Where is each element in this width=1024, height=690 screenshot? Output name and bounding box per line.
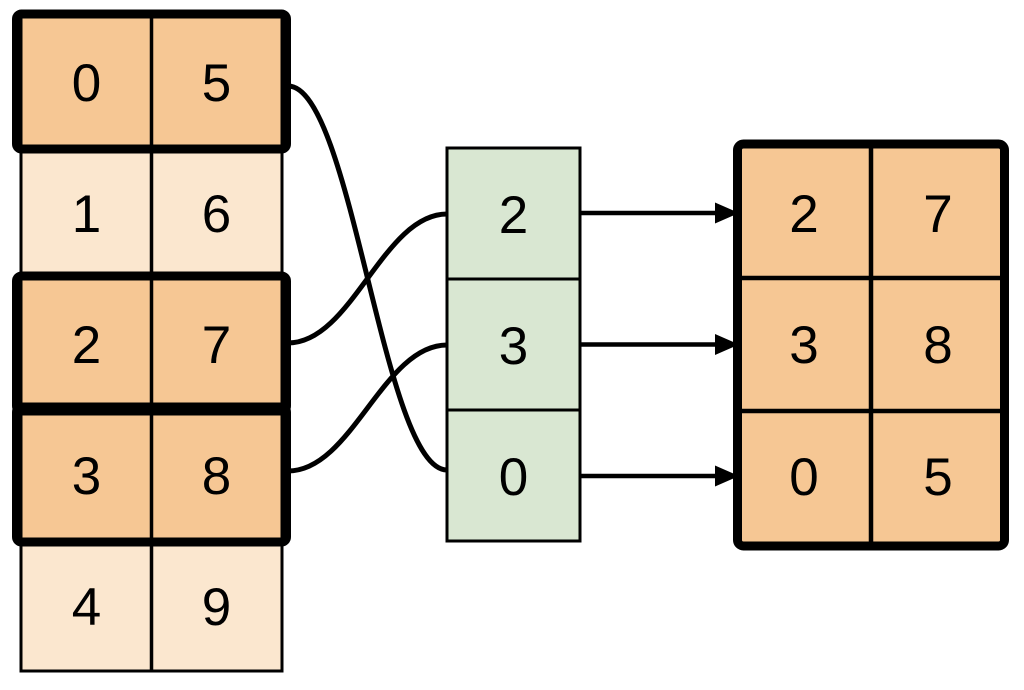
cell-value: 5 — [923, 448, 952, 507]
arrow-index2-to-result-row0 — [581, 202, 739, 224]
mapping-curve-row2-to-index2 — [287, 211, 448, 346]
source-table-row-2: 2 7 — [19, 276, 284, 411]
cell-value: 0 — [789, 448, 818, 507]
result-table-row-0: 2 7 — [789, 185, 952, 244]
cell-value: 8 — [923, 316, 952, 375]
cell-value: 1 — [72, 185, 101, 244]
arrowhead-icon — [715, 202, 739, 224]
result-table-row-1: 3 8 — [789, 316, 952, 375]
cell-value: 7 — [202, 316, 231, 375]
highlight-outline-row-0 — [12, 9, 291, 154]
index-cell-box — [445, 408, 582, 543]
cell-value: 3 — [789, 316, 818, 375]
cell-value: 6 — [202, 185, 231, 244]
cell-value: 2 — [499, 186, 528, 245]
index-cell-0: 2 — [445, 146, 582, 281]
source-table-row-0: 0 5 — [19, 14, 284, 149]
arrowhead-icon — [715, 465, 739, 487]
index-cell-2: 0 — [445, 408, 582, 543]
cell-value: 8 — [202, 447, 231, 506]
result-arrows — [581, 202, 739, 487]
cell-value: 5 — [202, 54, 231, 113]
cell-value: 3 — [72, 447, 101, 506]
cell-value: 9 — [202, 578, 231, 637]
cell-value: 3 — [499, 317, 528, 376]
result-table: 2 7 3 8 0 5 — [733, 139, 1009, 551]
mapping-curve-row3-to-index3 — [287, 342, 448, 474]
cell-value: 2 — [789, 185, 818, 244]
cell-value: 0 — [72, 54, 101, 113]
arrow-index3-to-result-row1 — [581, 334, 739, 355]
index-cell-1: 3 — [445, 277, 582, 412]
result-table-row-2: 0 5 — [789, 448, 952, 507]
cell-value: 7 — [923, 185, 952, 244]
arrow-index0-to-result-row2 — [581, 465, 739, 487]
source-table: 0 5 1 6 2 7 3 8 — [12, 9, 291, 673]
highlight-outline-row-3 — [12, 402, 291, 547]
source-table-row-1: 1 6 — [19, 145, 284, 280]
cell-value: 2 — [72, 316, 101, 375]
mapping-curves — [287, 83, 448, 474]
arrowhead-icon — [715, 334, 739, 355]
cell-value: 0 — [499, 448, 528, 507]
cell-value: 4 — [72, 578, 101, 637]
index-cell-box — [445, 277, 582, 412]
index-cell-box — [445, 146, 582, 281]
source-table-row-4: 4 9 — [19, 538, 284, 673]
source-table-row-3: 3 8 — [19, 407, 284, 542]
index-column: 2 3 0 — [445, 146, 582, 543]
